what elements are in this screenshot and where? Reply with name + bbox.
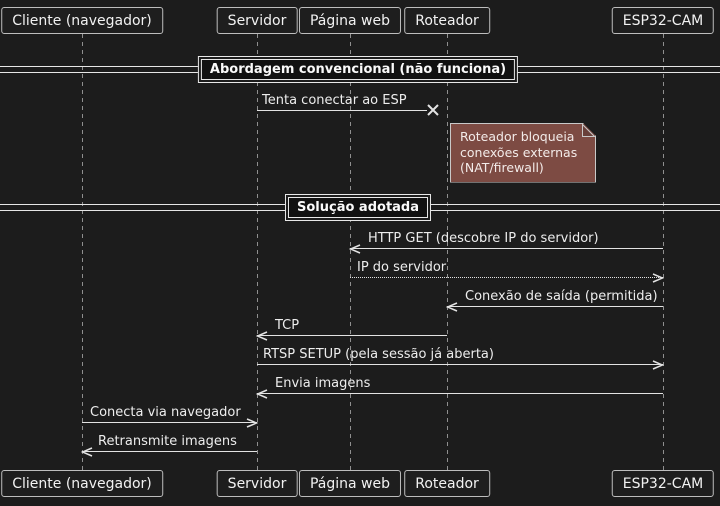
- arrowhead-right-icon: [652, 273, 664, 283]
- arrowhead-left-icon: [256, 331, 268, 341]
- message-label: Retransmite imagens: [98, 434, 237, 449]
- message-label: RTSP SETUP (pela sessão já aberta): [263, 347, 494, 362]
- message-http-get: HTTP GET (descobre IP do servidor): [349, 231, 663, 254]
- arrowhead-left-icon: [81, 447, 93, 457]
- message-envia-imagens: Envia imagens: [256, 376, 663, 399]
- participant-bottom-cliente: Cliente (navegador): [1, 470, 163, 497]
- message-conexao-saida: Conexão de saída (permitida): [446, 289, 663, 312]
- note-line: Roteador bloqueia: [460, 129, 575, 144]
- lifeline-pagina-web: [350, 34, 351, 470]
- message-label: Envia imagens: [275, 376, 371, 391]
- message-retransmite-imagens: Retransmite imagens: [81, 434, 257, 457]
- lifeline-roteador: [447, 34, 448, 470]
- message-label: Conecta via navegador: [90, 405, 241, 420]
- arrowhead-left-icon: [256, 389, 268, 399]
- note-line: conexões externas: [460, 144, 578, 160]
- participant-top-roteador: Roteador: [404, 7, 490, 34]
- lost-message-x-icon: [427, 104, 439, 116]
- message-rtsp-setup: RTSP SETUP (pela sessão já aberta): [257, 347, 664, 370]
- participant-top-servidor: Servidor: [216, 7, 298, 34]
- participant-bottom-servidor: Servidor: [216, 470, 298, 497]
- message-tcp: TCP: [256, 318, 447, 341]
- note-line: (NAT/firewall): [460, 160, 544, 175]
- lifeline-esp32cam: [663, 34, 664, 470]
- lifeline-cliente: [82, 34, 83, 470]
- divider-solution-label: Solução adotada: [287, 197, 429, 218]
- message-label: Tenta conectar ao ESP: [262, 93, 407, 108]
- message-label: Conexão de saída (permitida): [465, 289, 658, 304]
- divider-conventional-label: Abordagem convencional (não funciona): [200, 59, 516, 80]
- participant-bottom-pagina-web: Página web: [298, 470, 402, 497]
- divider-conventional: Abordagem convencional (não funciona): [197, 56, 519, 83]
- message-label: IP do servidor: [357, 260, 447, 275]
- participant-top-pagina-web: Página web: [298, 7, 402, 34]
- note-router-blocks: Roteador bloqueia conexões externas (NAT…: [450, 123, 596, 183]
- participant-bottom-roteador: Roteador: [404, 470, 490, 497]
- message-label: HTTP GET (descobre IP do servidor): [368, 231, 599, 246]
- participant-bottom-esp32cam: ESP32-CAM: [611, 470, 715, 497]
- message-label: TCP: [275, 318, 300, 333]
- arrowhead-left-icon: [349, 244, 361, 254]
- participant-top-esp32cam: ESP32-CAM: [611, 7, 715, 34]
- message-conecta-navegador: Conecta via navegador: [82, 405, 258, 428]
- participant-top-cliente: Cliente (navegador): [1, 7, 163, 34]
- message-tenta-conectar: Tenta conectar ao ESP: [257, 93, 427, 111]
- divider-solution: Solução adotada: [284, 194, 432, 221]
- lifeline-servidor: [257, 34, 258, 470]
- arrowhead-right-icon: [246, 418, 258, 428]
- arrowhead-right-icon: [652, 360, 664, 370]
- arrowhead-left-icon: [446, 302, 458, 312]
- note-fold-icon: [582, 124, 595, 137]
- message-ip-servidor: IP do servidor: [350, 260, 664, 283]
